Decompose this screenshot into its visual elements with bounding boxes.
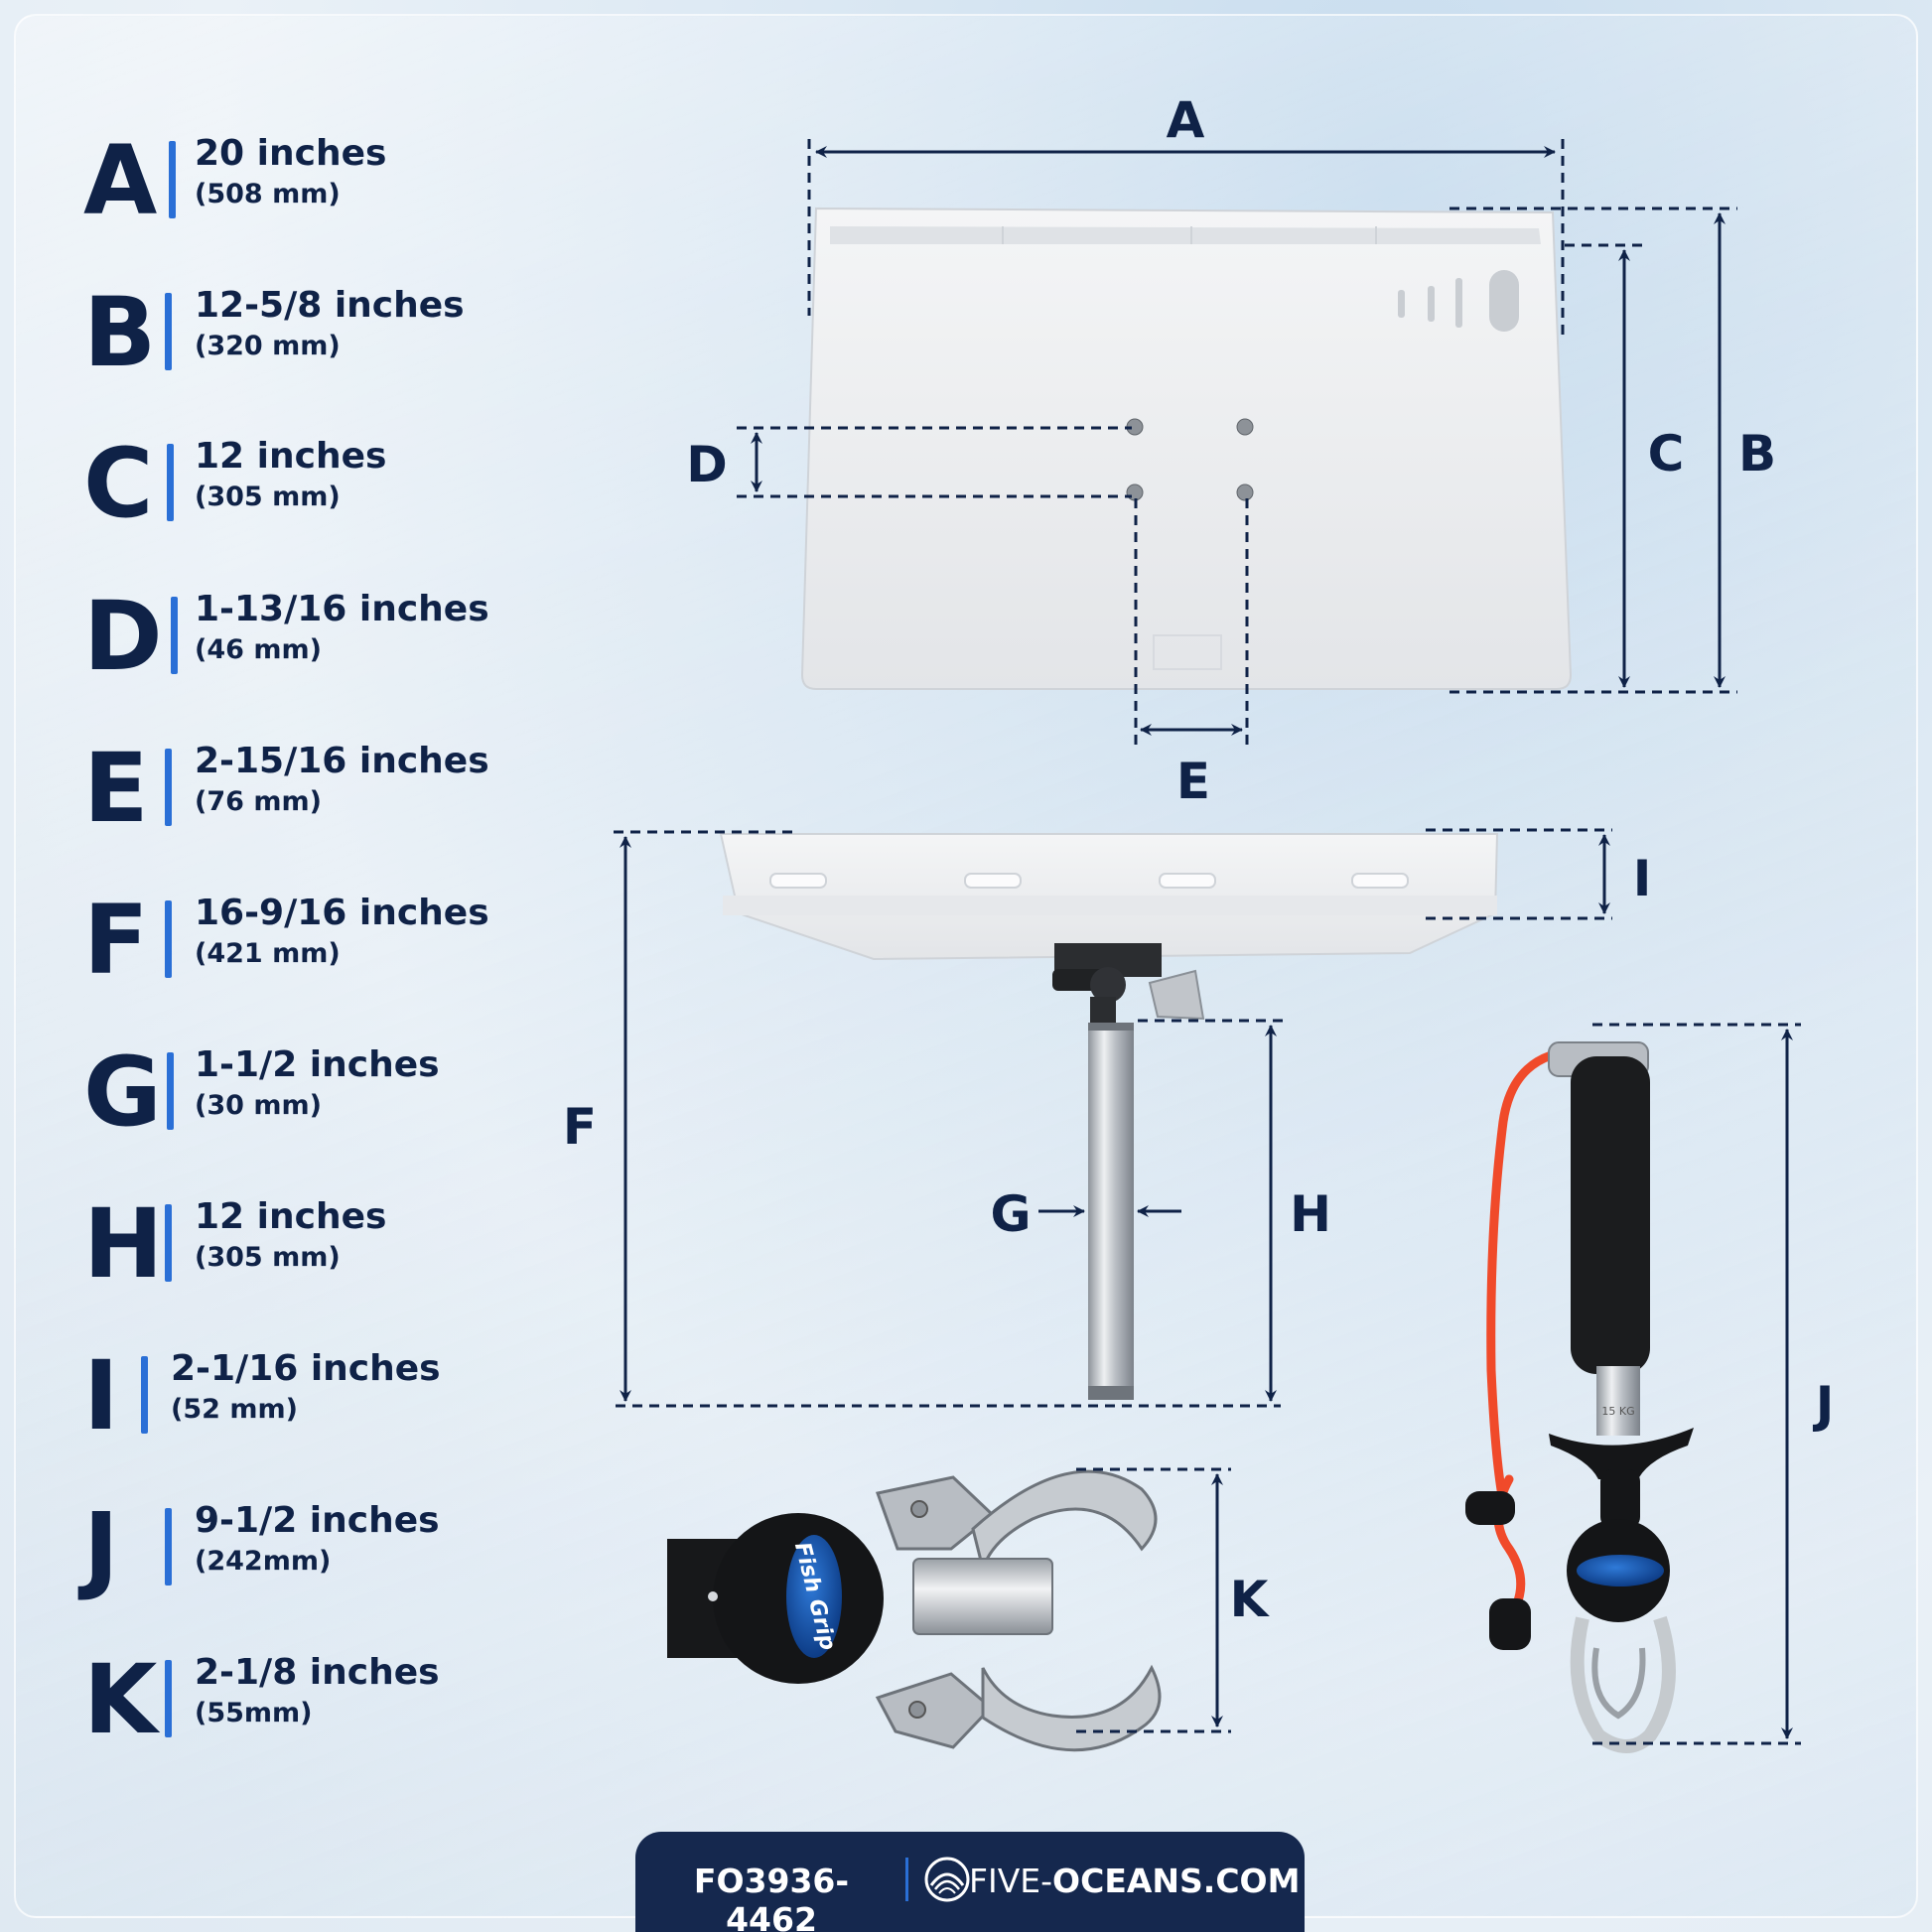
lanyard	[1486, 1045, 1586, 1506]
spec-inches: 1-13/16 inches	[195, 589, 489, 629]
site-part-oceans: OCEANS	[1052, 1862, 1203, 1900]
dim-label-j: J	[1813, 1376, 1835, 1434]
tray-slot	[1455, 278, 1462, 328]
spec-inches: 2-1/8 inches	[195, 1652, 440, 1693]
spec-f: F 16-9/16 inches (421 mm)	[83, 891, 600, 1010]
spec-inches: 12 inches	[195, 1196, 387, 1237]
spec-divider	[141, 1356, 148, 1434]
spec-mm: (508 mm)	[195, 179, 341, 209]
spec-h: H 12 inches (305 mm)	[83, 1194, 600, 1313]
spec-b: B 12-5/8 inches (320 mm)	[83, 283, 600, 402]
spec-letter: G	[83, 1036, 162, 1148]
footer-badge: FO3936-4462 FIVE-OCEANS.COM	[635, 1832, 1305, 1932]
spec-c: C 12 inches (305 mm)	[83, 434, 600, 553]
spec-inches: 9-1/2 inches	[195, 1500, 440, 1541]
spec-g: G 1-1/2 inches (30 mm)	[83, 1042, 600, 1162]
tray-top-view	[800, 207, 1573, 690]
dim-label-b: B	[1738, 425, 1776, 483]
fish-grip-full: 15 KG	[1465, 1041, 1694, 1753]
site-part-com: .COM	[1202, 1862, 1301, 1900]
spec-mm: (76 mm)	[195, 786, 322, 817]
spec-divider	[165, 293, 172, 370]
dim-label-f: F	[563, 1098, 597, 1156]
spec-divider	[165, 1660, 172, 1737]
shell-logo-icon	[924, 1857, 970, 1902]
spec-inches: 2-15/16 inches	[195, 741, 489, 781]
spec-e: E 2-15/16 inches (76 mm)	[83, 739, 600, 858]
spec-divider	[165, 1508, 172, 1586]
spec-letter: F	[83, 885, 149, 996]
spec-inches: 12 inches	[195, 436, 387, 477]
site-part-five: FIVE-	[969, 1862, 1053, 1900]
dim-label-d: D	[686, 436, 728, 493]
footer-divider	[905, 1858, 908, 1901]
tray-slot	[1428, 286, 1435, 322]
dimension-lines	[614, 139, 1801, 1745]
dim-label-c: C	[1648, 425, 1685, 483]
dim-label-e: E	[1176, 753, 1210, 810]
spec-letter: H	[83, 1188, 163, 1300]
spec-k: K 2-1/8 inches (55mm)	[83, 1650, 600, 1769]
spec-i: I 2-1/16 inches (52 mm)	[83, 1346, 600, 1465]
spec-mm: (421 mm)	[195, 938, 341, 969]
spec-a: A 20 inches (508 mm)	[83, 131, 600, 250]
rod-holder-pole	[1088, 1023, 1134, 1400]
spec-inches: 12-5/8 inches	[195, 285, 465, 326]
spec-mm: (55mm)	[195, 1698, 313, 1728]
spec-letter: D	[83, 581, 163, 692]
spec-inches: 16-9/16 inches	[195, 893, 489, 933]
spec-mm: (320 mm)	[195, 331, 341, 361]
spec-letter: E	[83, 733, 149, 844]
scale-shaft	[1596, 1366, 1640, 1436]
spec-divider	[165, 749, 172, 826]
spec-mm: (30 mm)	[195, 1090, 322, 1121]
dim-label-i: I	[1633, 850, 1652, 907]
spec-divider	[165, 900, 172, 978]
dim-label-h: H	[1290, 1185, 1331, 1243]
spec-j: J 9-1/2 inches (242mm)	[83, 1498, 600, 1617]
spec-divider	[171, 597, 178, 674]
spec-letter: J	[83, 1492, 119, 1603]
spec-letter: I	[83, 1340, 119, 1451]
spec-divider	[165, 1204, 172, 1282]
spec-inches: 2-1/16 inches	[171, 1348, 441, 1389]
tray-handle-hole	[1489, 270, 1519, 332]
tray-slot	[1398, 290, 1405, 318]
spec-mm: (46 mm)	[195, 634, 322, 665]
spec-mm: (305 mm)	[195, 482, 341, 512]
dim-label-g: G	[990, 1185, 1031, 1243]
spec-letter: C	[83, 428, 153, 539]
product-code: FO3936-4462	[693, 1862, 850, 1932]
foam-handle	[1571, 1056, 1650, 1374]
fish-grip-jaw-detail: Fish Grip	[667, 1469, 1162, 1752]
spec-d: D 1-13/16 inches (46 mm)	[83, 587, 600, 706]
dim-label-a: A	[1167, 91, 1205, 149]
website-link[interactable]: FIVE-OCEANS.COM	[969, 1862, 1300, 1900]
scale-mark: 15 KG	[1601, 1405, 1634, 1418]
spec-inches: 1-1/2 inches	[195, 1044, 440, 1085]
spec-divider	[167, 1052, 174, 1130]
spec-divider	[167, 444, 174, 521]
spec-mm: (52 mm)	[171, 1394, 298, 1425]
spec-letter: A	[83, 125, 157, 236]
spec-letter: K	[83, 1644, 157, 1755]
trigger	[1549, 1428, 1694, 1479]
dim-label-k: K	[1230, 1571, 1271, 1628]
lanyard-clip	[1465, 1491, 1515, 1525]
spec-mm: (242mm)	[195, 1546, 332, 1577]
spec-divider	[169, 141, 176, 218]
spec-mm: (305 mm)	[195, 1242, 341, 1273]
spec-inches: 20 inches	[195, 133, 387, 174]
tray-side-view	[719, 833, 1499, 1400]
spec-letter: B	[83, 277, 156, 388]
